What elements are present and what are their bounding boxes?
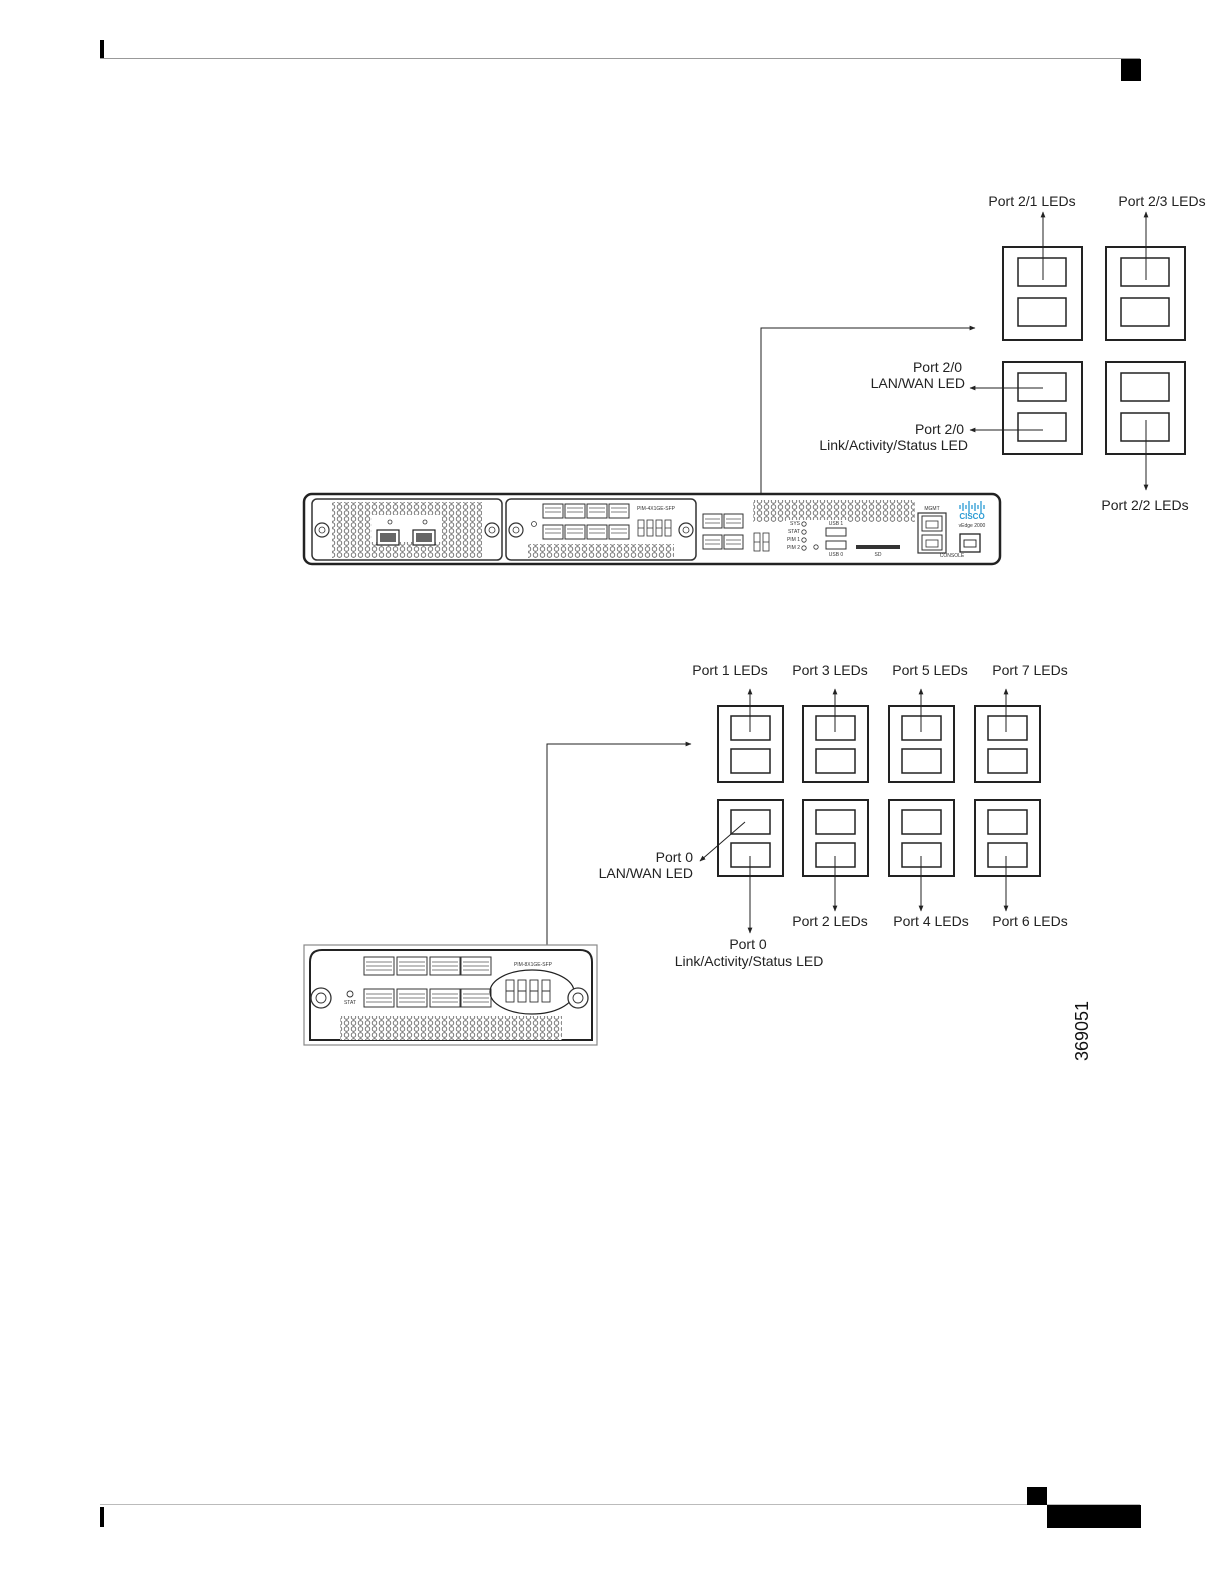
label-port-4: Port 4 LEDs xyxy=(893,913,968,929)
usb0-label: USB 0 xyxy=(829,552,844,558)
label-port-2-0-link-line2: Link/Activity/Status LED xyxy=(819,437,968,453)
status-label-stat: STAT xyxy=(788,529,800,535)
footer-tick-mark xyxy=(100,1507,104,1527)
cisco-logo-icon: CISCO xyxy=(959,501,985,521)
module-sfp-ports xyxy=(542,503,630,540)
header-rule xyxy=(100,58,1140,59)
device-model-label: vEdge 2000 xyxy=(959,523,986,529)
console-label: CONSOLE xyxy=(940,553,965,559)
footer-rule xyxy=(100,1504,1140,1505)
label-port-2: Port 2 LEDs xyxy=(792,913,867,929)
figure-number: 369051 xyxy=(1072,1001,1092,1061)
label-port-1: Port 1 LEDs xyxy=(692,662,767,678)
led-box-port-7 xyxy=(974,705,1041,783)
usb0-port xyxy=(825,540,847,550)
screw-icon xyxy=(567,987,589,1009)
header-block-marker xyxy=(1121,59,1141,81)
vedge-2000-front-panel: PIM-4X1GE-SFP xyxy=(302,492,1002,566)
label-port-2-3: Port 2/3 LEDs xyxy=(1118,193,1205,209)
label-port-0-link-line1: Port 0 xyxy=(729,936,767,952)
diagram-1-vedge-2000: Port 2/1 LEDs Port 2/3 LEDs Port 2/0 LAN… xyxy=(302,193,1206,566)
stat-label: STAT xyxy=(344,1000,356,1006)
footer-page-bar xyxy=(1047,1505,1141,1528)
led-box-port-6 xyxy=(974,799,1041,877)
screw-icon xyxy=(678,522,694,538)
label-port-0-lanwan-line2: LAN/WAN LED xyxy=(599,865,693,881)
diagram-2-pim-8x1ge-sfp: Port 1 LEDs Port 3 LEDs Port 5 LEDs Port… xyxy=(303,662,1068,1046)
mgmt-port xyxy=(921,515,943,532)
label-port-2-1: Port 2/1 LEDs xyxy=(988,193,1075,209)
module-model-label: PIM-4X1GE-SFP xyxy=(637,506,676,512)
label-port-0-lanwan-line1: Port 0 xyxy=(656,849,694,865)
label-port-0-link-line2: Link/Activity/Status LED xyxy=(675,953,824,969)
status-label-pim2: PIM 2 xyxy=(787,545,800,551)
header-tick-mark xyxy=(100,40,104,58)
label-port-2-2: Port 2/2 LEDs xyxy=(1101,497,1188,513)
label-port-7: Port 7 LEDs xyxy=(992,662,1067,678)
usb1-port xyxy=(825,527,847,537)
sd-label: SD xyxy=(875,552,882,558)
cisco-brand-text: CISCO xyxy=(959,512,984,521)
usb-console-port xyxy=(959,533,981,553)
arrow-port-0-lanwan xyxy=(699,821,746,862)
screw-icon xyxy=(314,522,330,538)
module-led-block xyxy=(637,519,672,537)
mgmt-label: MGMT xyxy=(924,506,939,512)
status-label-pim1: PIM 1 xyxy=(787,537,800,543)
onboard-ports xyxy=(702,513,744,550)
label-port-2-0-lanwan-line1: Port 2/0 xyxy=(913,359,962,375)
label-port-5: Port 5 LEDs xyxy=(892,662,967,678)
label-port-3: Port 3 LEDs xyxy=(792,662,867,678)
label-port-2-0-lanwan-line2: LAN/WAN LED xyxy=(871,375,965,391)
module-model-label-2: PIM-8X1GE-SFP xyxy=(514,962,553,968)
footer-square-marker xyxy=(1027,1487,1047,1505)
status-label-sys: SYS xyxy=(790,521,801,527)
stat-led xyxy=(346,990,354,998)
pim-8x1ge-sfp-module: PIM-8X1GE-SFP STAT xyxy=(303,944,598,1046)
console-port xyxy=(921,534,943,551)
module-led-block-2 xyxy=(505,979,551,1003)
screw-icon xyxy=(310,987,332,1009)
module-sfp-cages xyxy=(363,956,492,1008)
screw-icon xyxy=(508,522,524,538)
led-box-port-2-0 xyxy=(1002,361,1083,455)
label-port-2-0-link-line1: Port 2/0 xyxy=(915,421,964,437)
onboard-led-block xyxy=(753,532,770,552)
sd-slot xyxy=(856,545,900,549)
screw-icon xyxy=(484,522,500,538)
usb1-label: USB 1 xyxy=(829,521,844,527)
leader-line-module-to-leds xyxy=(760,325,976,520)
leader-line-module-to-leds-2 xyxy=(546,741,692,985)
status-leds: SYS STAT PIM 1 PIM 2 xyxy=(787,521,807,551)
label-port-6: Port 6 LEDs xyxy=(992,913,1067,929)
